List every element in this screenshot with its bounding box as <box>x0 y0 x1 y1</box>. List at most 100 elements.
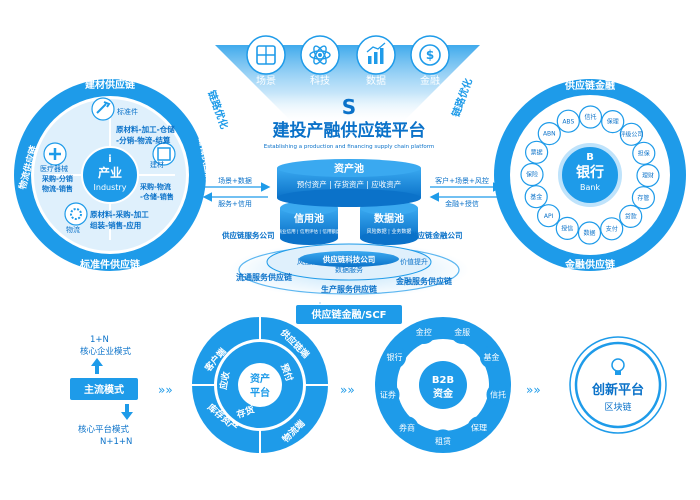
mode-top-b: 核心企业模式 <box>80 346 132 357</box>
data-pool-title[interactable]: 数据池 <box>374 212 404 225</box>
item-standard-parts-label: 标准件 <box>117 107 138 116</box>
bank-node-label: ABS <box>562 118 574 125</box>
b2b-node[interactable] <box>431 429 455 453</box>
b2b-wheel-center[interactable] <box>419 361 467 409</box>
bank-node[interactable] <box>578 105 603 129</box>
asset-wheel: 资产 平台 客户端 供应链端 物流端 库存资产 应收 预付 存货 <box>192 317 328 453</box>
bank-node[interactable] <box>524 185 548 209</box>
scf-banner[interactable] <box>296 305 402 324</box>
bank-node[interactable] <box>632 141 656 165</box>
b2b-node-label: 基金 <box>484 352 500 362</box>
scf-label: 供应链金融/SCF <box>310 308 386 321</box>
credit-pool-title[interactable]: 信用池 <box>294 212 324 225</box>
process-line-7: 原材料-采购-加工 <box>90 209 149 219</box>
service-company-label[interactable]: 供应链服务公司 <box>221 230 275 240</box>
mainstream-mode-button[interactable] <box>70 378 138 400</box>
bank-node[interactable] <box>619 122 644 146</box>
platform-subtitle: Establishing a production and financing … <box>264 144 434 150</box>
b2b-node-label: 金服 <box>454 327 470 337</box>
innovation-title: 创新平台 <box>591 382 644 398</box>
b2b-node-label: 租赁 <box>435 436 451 446</box>
chevrons-1: »» <box>158 383 173 397</box>
industry-sub: Industry <box>94 183 127 192</box>
item-building[interactable]: 建材 <box>150 142 176 169</box>
b2b-node[interactable] <box>479 345 504 369</box>
bank-node[interactable] <box>636 163 660 188</box>
bank-node[interactable] <box>600 217 624 241</box>
industry-circle: 建材供应链 物流供应链 医疗器械供应链 标准件供应链 i 产业 Industry… <box>14 78 216 271</box>
bank-node-label: 支付 <box>606 225 618 233</box>
b2b-node-label: 券商 <box>399 423 415 433</box>
arrow-down-icon <box>121 404 133 420</box>
top-icon-tech-label: 科技 <box>310 74 330 87</box>
bank-node-label: 信托 <box>584 113 596 121</box>
atom-icon <box>309 45 331 65</box>
building-chain-arc: 建材供应链 <box>84 78 136 91</box>
item-medical-label: 医疗器械 <box>40 164 68 173</box>
bank-node-label: 保理 <box>607 118 619 126</box>
bank-badge[interactable] <box>558 143 622 207</box>
b2b-center-a: B2B <box>432 375 454 386</box>
bank-node[interactable] <box>601 109 625 134</box>
finance-company-label[interactable]: 供应链金融公司 <box>409 230 463 240</box>
top-icon-scene-label: 场景 <box>256 74 276 87</box>
bank-node[interactable] <box>556 109 580 133</box>
bank-node[interactable] <box>631 186 656 210</box>
b2b-node[interactable] <box>395 416 419 440</box>
chevrons-2: »» <box>340 383 355 397</box>
process-line-8: 组装-销售-应用 <box>90 220 141 230</box>
b2b-node-label: 证券 <box>380 390 396 400</box>
bank-node[interactable] <box>619 204 643 228</box>
production-chain-label: 生产服务供应链 <box>321 284 378 294</box>
item-standard-parts[interactable]: 标准件 <box>91 97 138 121</box>
b2b-node[interactable] <box>382 345 407 369</box>
inner-receivable[interactable]: 应收 <box>217 371 232 391</box>
b2b-node[interactable] <box>412 320 436 344</box>
mode-top-a: 1+N <box>90 335 109 345</box>
bank-title: 银行 <box>576 164 604 181</box>
b2b-node[interactable] <box>486 383 510 407</box>
industry-letter: i <box>108 154 111 165</box>
ring-value: 价值提升 <box>400 257 428 266</box>
asset-pool-items: 预付资产 | 存货资产 | 应收资产 <box>297 179 402 189</box>
asset-wheel-center[interactable] <box>238 363 282 407</box>
bank-node-label: 授信 <box>561 225 573 233</box>
bank-node[interactable] <box>524 140 549 164</box>
b2b-node-label: 保理 <box>471 423 487 433</box>
b2b-node[interactable] <box>450 320 474 344</box>
bank-node-label: 担保 <box>638 149 650 157</box>
bank-node[interactable] <box>536 204 561 228</box>
bank-node-label: 基金 <box>530 193 542 201</box>
wrench-icon <box>96 101 111 114</box>
top-icon-row: 场景 科技 数据 $ 金融 <box>246 35 450 87</box>
bank-node[interactable] <box>555 216 579 240</box>
process-line-6: -仓储-销售 <box>140 192 174 201</box>
bank-node-label: API <box>544 213 554 220</box>
asset-pool-title[interactable]: 资产池 <box>334 162 364 175</box>
top-icon-tech[interactable]: 科技 <box>300 35 340 87</box>
bank-node[interactable] <box>537 122 561 146</box>
tech-company-label[interactable]: 供应链科技公司 <box>322 254 376 264</box>
item-logistics[interactable]: 物流 <box>64 202 88 234</box>
bank-node[interactable] <box>520 162 544 187</box>
arrow-service-credit: 服务+信用 <box>218 199 252 208</box>
tech-company-disk <box>299 251 399 267</box>
top-icon-scene[interactable]: 场景 <box>246 35 286 87</box>
item-logistics-label: 物流 <box>66 225 80 234</box>
top-icon-data[interactable]: 数据 <box>356 35 396 87</box>
b2b-node[interactable] <box>467 416 491 440</box>
bank-node[interactable] <box>577 221 602 245</box>
mode-bot-b: N+1+N <box>100 437 132 447</box>
innovation-circle[interactable]: 创新平台 区块链 <box>569 336 667 434</box>
lightbulb-icon <box>611 358 625 375</box>
b2b-node-ring: 金控金服基金信托保理租赁券商证券银行 <box>376 320 510 453</box>
bank-letter: B <box>586 152 594 163</box>
process-line-1: 原材料-加工-仓储 <box>116 124 175 134</box>
top-icon-finance[interactable]: $ 金融 <box>410 35 450 87</box>
item-medical[interactable]: 医疗器械 <box>40 142 68 173</box>
bank-node-label: 票据 <box>531 148 543 156</box>
b2b-center-b: 资金 <box>433 387 454 400</box>
b2b-node[interactable] <box>376 383 400 407</box>
svg-text:$: $ <box>426 48 434 62</box>
